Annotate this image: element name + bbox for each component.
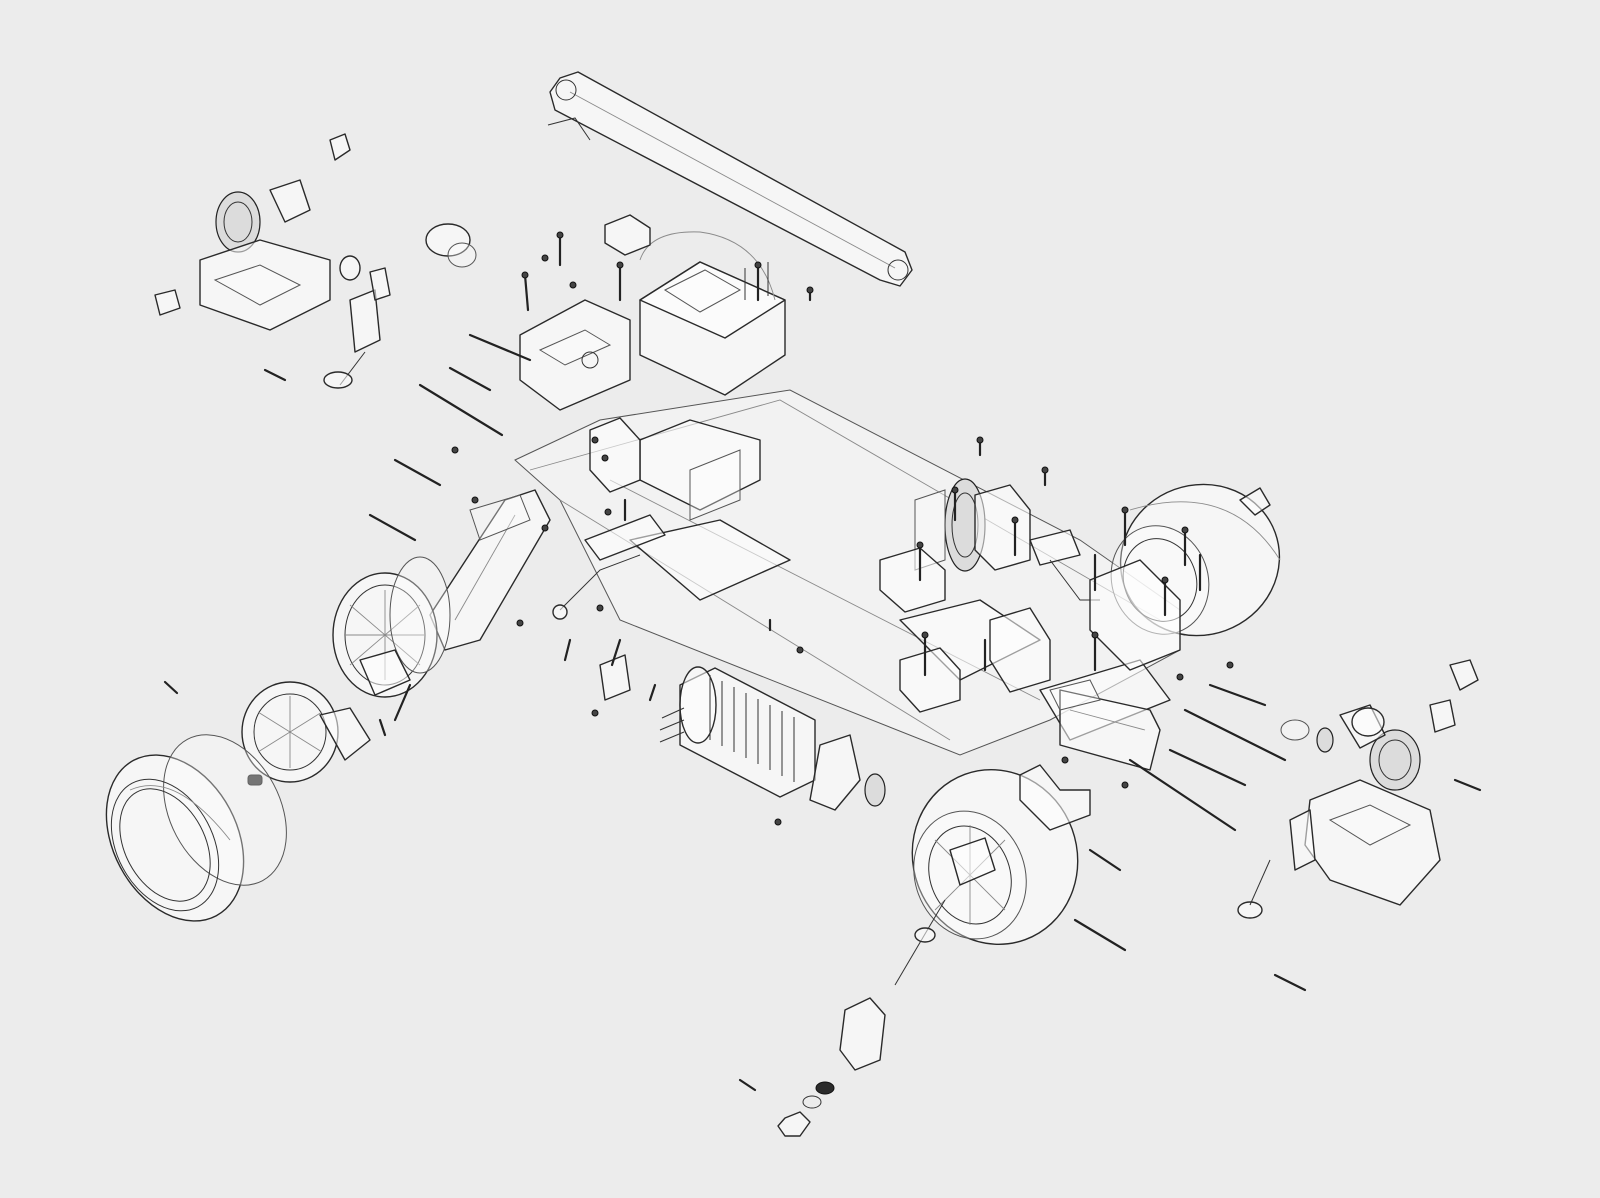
wheel-hub	[241, 681, 371, 786]
battery-box	[604, 214, 786, 396]
front-left-wheel	[332, 556, 451, 698]
steering-link-bar	[547, 71, 913, 287]
steering-linkage	[552, 514, 666, 701]
front-left-tire	[105, 734, 287, 922]
front-gearbox	[154, 133, 361, 331]
rear-right-wheel	[1089, 483, 1281, 671]
suspension-arm	[429, 489, 551, 651]
drive-shaft	[777, 899, 946, 1137]
rear-suspension-block	[1049, 679, 1161, 771]
electric-motor	[659, 666, 886, 811]
screws-and-pins	[163, 231, 1482, 1092]
front-bulkhead	[519, 299, 631, 411]
servo-mount	[589, 417, 761, 521]
rear-gearbox	[1237, 659, 1479, 919]
rear-left-wheel	[911, 764, 1091, 946]
shock-absorber	[323, 223, 477, 389]
